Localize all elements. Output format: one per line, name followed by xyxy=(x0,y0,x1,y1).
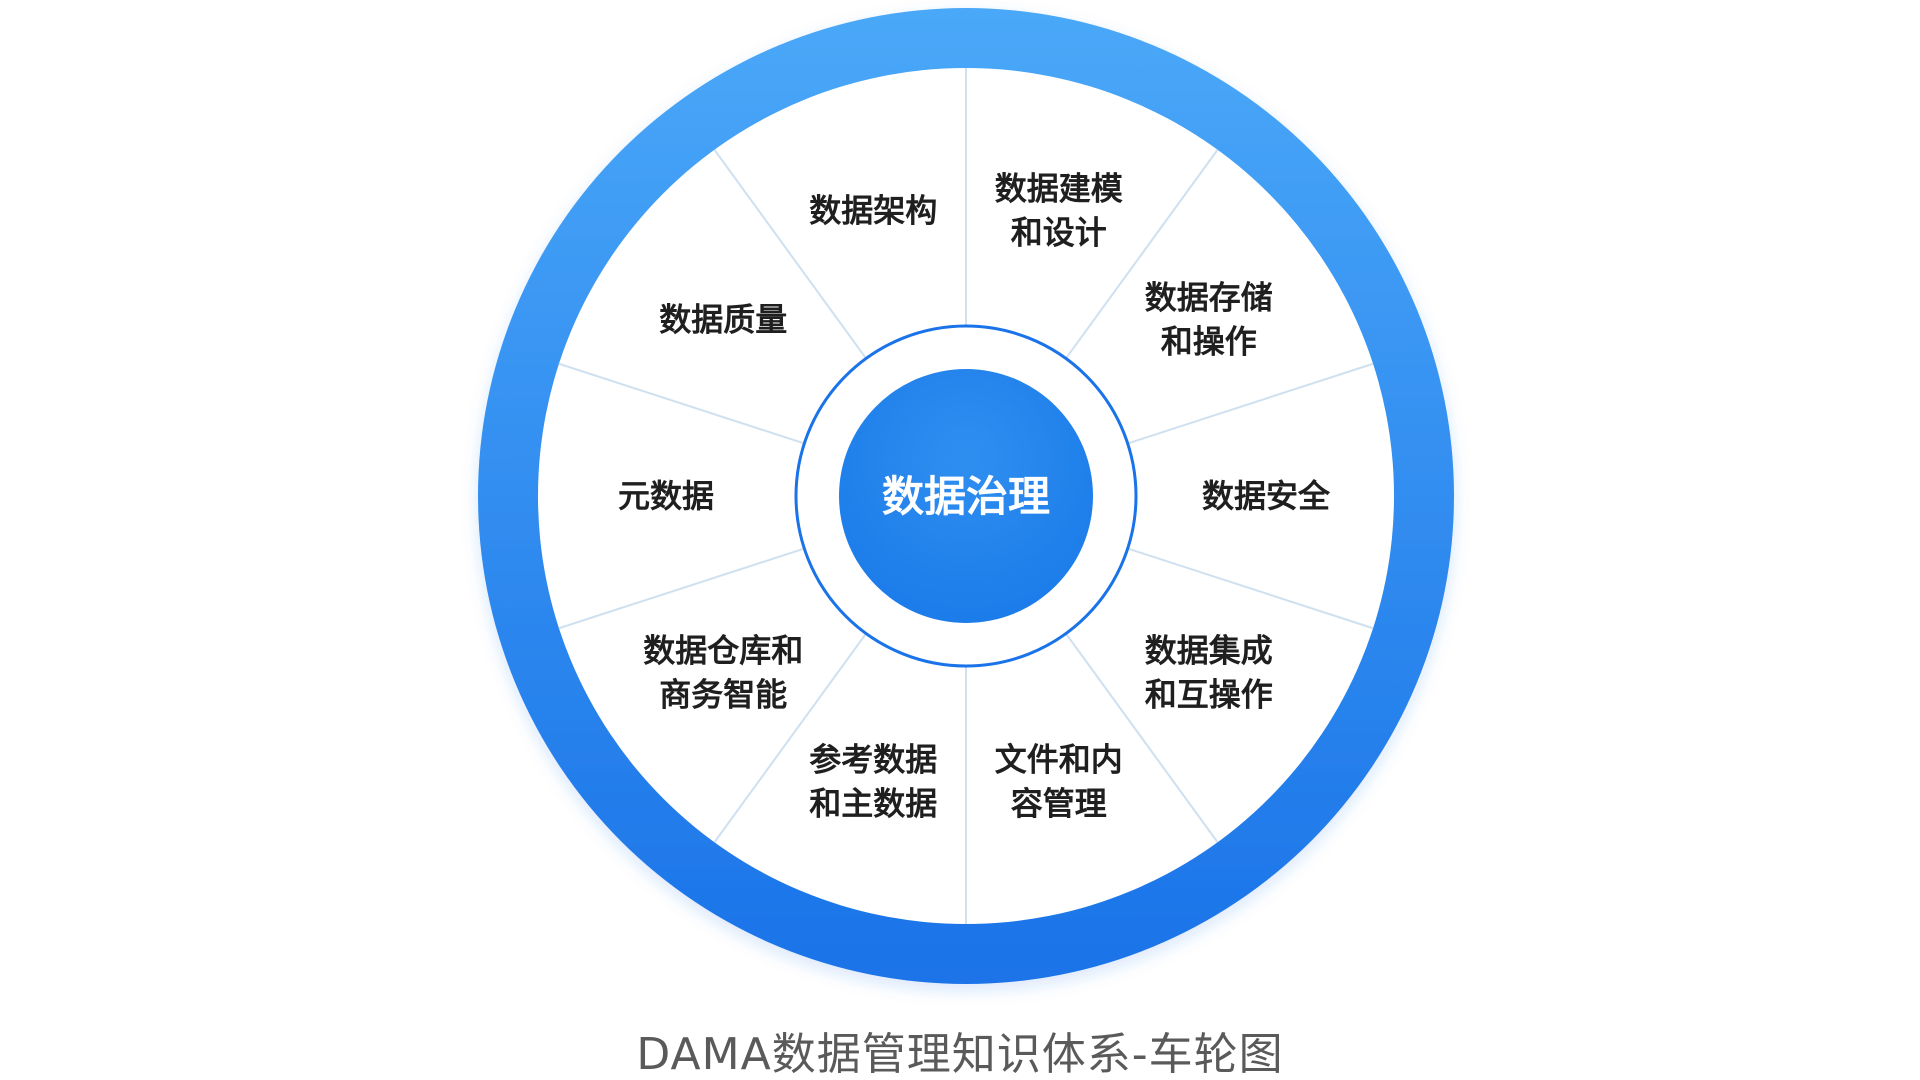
spoke-divider xyxy=(1127,547,1374,630)
segment-label: 数据存储和操作 xyxy=(1145,279,1273,361)
spoke-divider xyxy=(1065,632,1219,843)
segment-label: 数据安全 xyxy=(1202,477,1331,515)
segment-labels: 数据建模和设计数据存储和操作数据安全数据集成和互操作文件和内容管理参考数据和主数… xyxy=(618,170,1331,823)
spoke-divider xyxy=(713,149,867,360)
segment-label: 元数据 xyxy=(618,477,714,515)
segment-label-line: 数据建模 xyxy=(995,170,1123,208)
center-label: 数据治理 xyxy=(882,472,1050,521)
segment-label-line: 文件和内 xyxy=(995,740,1123,778)
segment-label: 数据质量 xyxy=(659,301,787,339)
segment-label-line: 容管理 xyxy=(1011,784,1107,822)
center-circle xyxy=(839,369,1093,623)
segment-label-line: 和操作 xyxy=(1161,323,1257,361)
segment-label-line: 数据架构 xyxy=(809,192,937,230)
segment-label: 数据建模和设计 xyxy=(995,170,1123,252)
segment-label-line: 数据仓库和 xyxy=(643,631,803,669)
figure-caption: DAMA数据管理知识体系-车轮图 xyxy=(636,1029,1284,1080)
spoke-dividers xyxy=(558,68,1374,924)
segment-label-line: 元数据 xyxy=(618,477,714,515)
segment-label-line: 数据安全 xyxy=(1202,477,1331,515)
segment-label: 数据集成和互操作 xyxy=(1145,631,1273,713)
segment-label-line: 和设计 xyxy=(1011,214,1107,252)
segment-label-line: 和主数据 xyxy=(809,784,937,822)
spoke-divider xyxy=(1127,362,1374,445)
spoke-divider xyxy=(1065,149,1219,360)
spoke-divider xyxy=(558,547,805,630)
segment-label: 文件和内容管理 xyxy=(995,740,1123,822)
segment-label-line: 商务智能 xyxy=(659,675,787,713)
segment-label: 数据架构 xyxy=(809,192,937,230)
segment-label-line: 参考数据 xyxy=(809,740,937,778)
segment-label-line: 数据集成 xyxy=(1145,631,1273,669)
segment-label: 数据仓库和商务智能 xyxy=(643,631,803,713)
segment-label-line: 和互操作 xyxy=(1145,675,1273,713)
segment-label: 参考数据和主数据 xyxy=(809,740,937,822)
spoke-divider xyxy=(558,362,805,445)
segment-label-line: 数据质量 xyxy=(659,301,787,339)
segment-label-line: 数据存储 xyxy=(1145,279,1273,317)
spoke-divider xyxy=(713,632,867,843)
